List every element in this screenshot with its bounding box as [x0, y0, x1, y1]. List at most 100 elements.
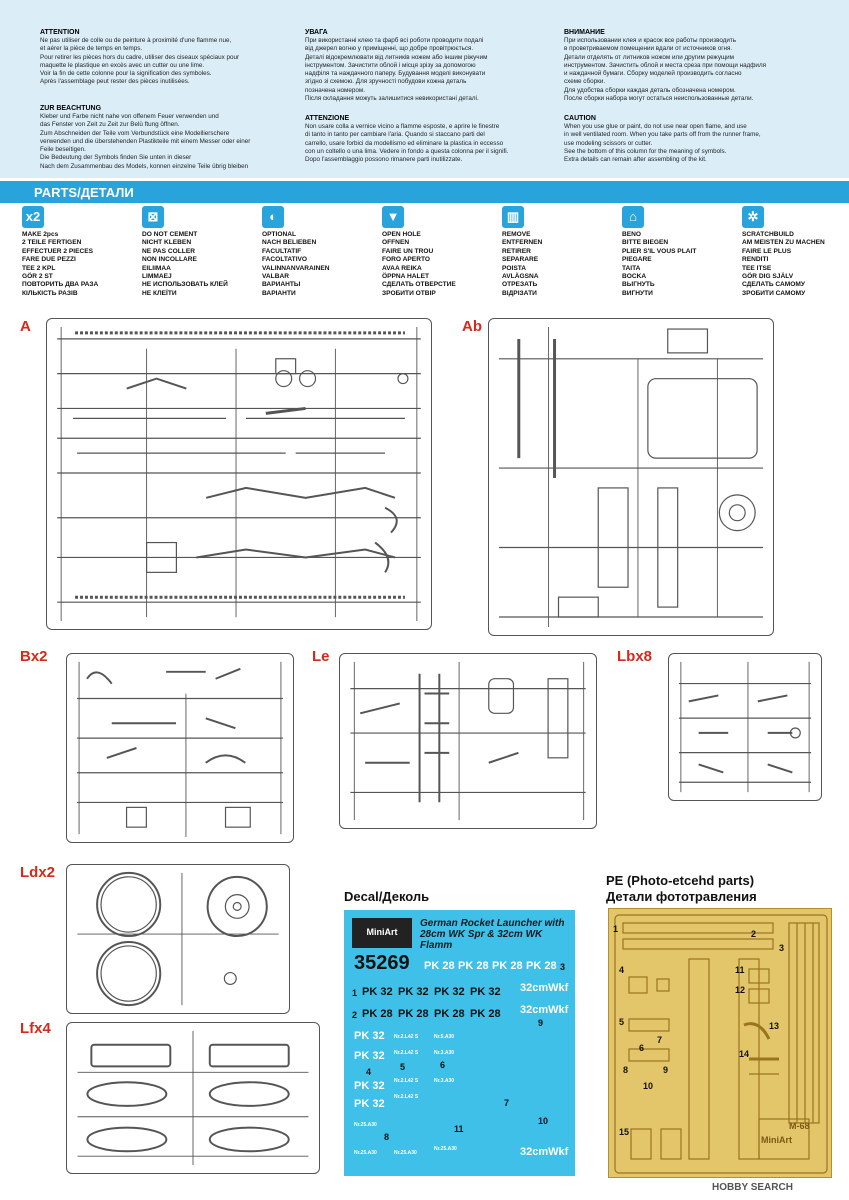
decal-pk32: PK 32 [470, 986, 501, 998]
decal-sheet: MiniArt German Rocket Launcher with 28cm… [344, 910, 575, 1176]
pe-fret-drawing [614, 914, 828, 1174]
sprue-label-le: Le [312, 648, 330, 665]
pe-num: 11 [735, 965, 745, 975]
sprue-ld [66, 864, 290, 1014]
decal-tag: Nr.25.A30 [394, 1150, 417, 1156]
pe-num: 13 [769, 1021, 780, 1031]
decal-pk32: PK 32 [398, 986, 429, 998]
sprue-label-ld: Ldx2 [20, 864, 56, 881]
decal-tag: Nr.2.L42 S [394, 1050, 419, 1056]
decal-title: German Rocket Launcher with 28cm WK Spr … [420, 918, 565, 951]
bend-icon: ⌂ [622, 206, 644, 228]
pe-heading: PE (Photo-etcehd parts) Детали фототравл… [606, 873, 757, 904]
open-hole-icon: ▼ [382, 206, 404, 228]
pe-num: 3 [779, 943, 785, 953]
sprue-lb-drawing [678, 661, 812, 793]
decal-pk28: PK 28 [398, 1008, 429, 1020]
sprue-a-drawing [57, 326, 421, 622]
decal-pk32: PK 32 [434, 986, 465, 998]
watermark: HOBBY SEARCH [712, 1182, 793, 1193]
decal-num: 2 [352, 1010, 358, 1020]
decal-num: 4 [366, 1067, 372, 1077]
pe-num: 2 [751, 929, 757, 939]
decal-pk28: PK 28 [434, 1008, 465, 1020]
decal-tag: Nr.2.L42 S [394, 1034, 419, 1040]
decal-pk32: PK 32 [354, 1080, 385, 1092]
decal-tag: Nr.3.A30 [434, 1050, 455, 1056]
miniart-logo: MiniArt [352, 918, 412, 948]
sprue-label-ab: Ab [462, 318, 482, 335]
decal-num: 10 [538, 1116, 549, 1126]
decal-heading: Decal/Деколь [344, 889, 430, 904]
sprue-label-lb: Lbx8 [617, 648, 653, 665]
sprue-ab-drawing [498, 327, 764, 627]
decal-tag: Nr.25.A30 [434, 1146, 457, 1152]
legend-optional: ◐OPTIONAL NACH BELIEBEN FACULTATIF FACOL… [262, 206, 372, 298]
decal-tag: Nr.25.A30 [354, 1122, 377, 1128]
decal-pk28: PK 28 [424, 960, 455, 972]
make-two-icon: x2 [22, 206, 44, 228]
sprue-label-b: Bx2 [20, 648, 48, 665]
decal-tag: Nr.2.L42 S [394, 1078, 419, 1084]
legend-scratchbuild: ✲SCRATCHBUILD AM MEISTEN ZU MACHEN FAIRE… [742, 206, 849, 298]
decal-pk32: PK 32 [354, 1030, 385, 1042]
sprue-label-a: A [20, 318, 31, 335]
parts-heading: PARTS/ДЕТАЛИ [0, 181, 849, 203]
scratchbuild-icon: ✲ [742, 206, 764, 228]
sprue-lf [66, 1022, 320, 1174]
decal-num: 6 [440, 1060, 446, 1070]
decal-pk32: PK 32 [354, 1050, 385, 1062]
sprue-a [46, 318, 432, 630]
pe-num: 9 [663, 1065, 669, 1075]
decal-pk28: PK 28 [458, 960, 489, 972]
sprue-b [66, 653, 294, 843]
sprue-ab [488, 318, 774, 636]
pe-num: 6 [639, 1043, 645, 1053]
decal-pk32: PK 32 [354, 1098, 385, 1110]
decal-num: 5 [400, 1062, 406, 1072]
decal-tag: Nr.3.A30 [434, 1078, 455, 1084]
decal-pk28: PK 28 [362, 1008, 393, 1020]
pe-num: 14 [739, 1049, 750, 1059]
decal-k32: 32cmWkf [520, 1004, 569, 1016]
decal-pk28: PK 28 [526, 960, 557, 972]
pe-code: M-68 [789, 1121, 810, 1131]
pe-num: 5 [619, 1017, 625, 1027]
kit-number: 35269 [354, 952, 410, 974]
decal-pk32: PK 32 [362, 986, 393, 998]
pe-num: 8 [623, 1065, 629, 1075]
sprue-label-lf: Lfx4 [20, 1020, 51, 1037]
legend-remove: ▥REMOVE ENTFERNEN RETIRER SEPARARE POIST… [502, 206, 612, 298]
pe-num: 1 [613, 924, 619, 934]
pe-fret: M-68 MiniArt 1 2 3 4 5 6 7 8 9 10 11 12 … [608, 908, 832, 1178]
decal-num: 7 [504, 1098, 510, 1108]
pe-num: 4 [619, 965, 625, 975]
decal-num: 11 [454, 1124, 464, 1134]
decal-pk28: PK 28 [470, 1008, 501, 1020]
sprue-le-drawing [350, 661, 586, 821]
decal-num: 9 [538, 1018, 544, 1028]
decal-tag: Nr.25.A30 [354, 1150, 377, 1156]
pe-num: 7 [657, 1035, 663, 1045]
remove-icon: ▥ [502, 206, 524, 228]
optional-icon: ◐ [262, 206, 284, 228]
decal-k32: 32cmWkf [520, 1146, 569, 1158]
no-cement-icon: ⊠ [142, 206, 164, 228]
sprue-ld-drawing [77, 871, 279, 1007]
decal-num: 8 [384, 1132, 390, 1142]
decal-k32: 32cmWkf [520, 982, 569, 994]
sprue-lf-drawing [77, 1030, 309, 1166]
pe-num: 10 [643, 1081, 654, 1091]
sprue-le [339, 653, 597, 829]
sprue-lb [668, 653, 822, 801]
pe-num: 15 [619, 1127, 630, 1137]
decal-num: 1 [352, 988, 358, 998]
